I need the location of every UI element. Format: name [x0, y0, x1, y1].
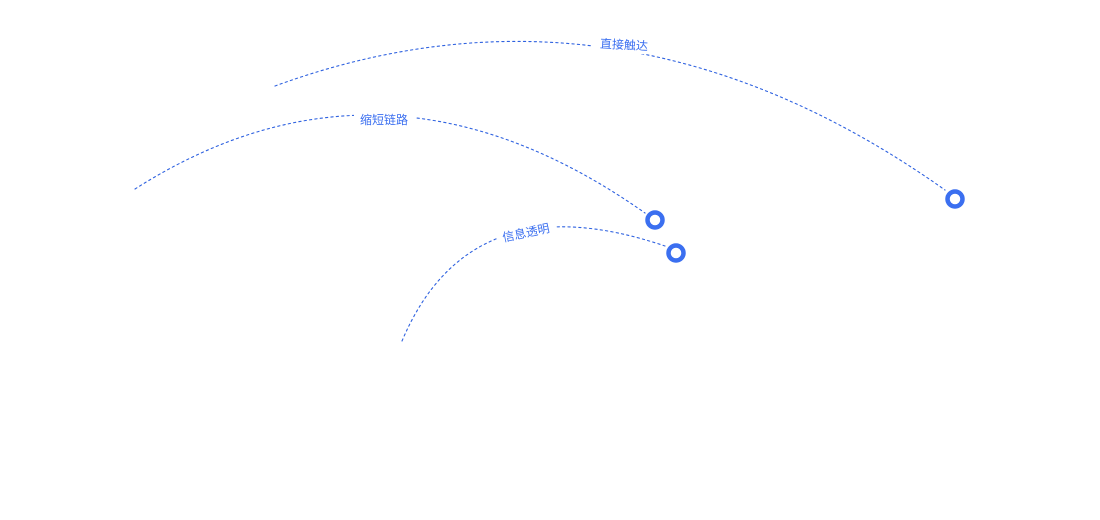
- arc-direct-reach-label: 直接触达: [600, 36, 649, 53]
- arc-shorten-link-label-bg: [354, 110, 416, 130]
- arc-shorten-link: 缩短链路: [134, 110, 665, 230]
- arc-direct-reach-endpoint-dot: [945, 189, 965, 209]
- arc-info-transparent-endpoint-dot: [666, 243, 686, 263]
- arc-shorten-link-endpoint-dot: [645, 210, 665, 230]
- arc-direct-reach: 直接触达: [274, 34, 965, 209]
- arc-direct-reach-label-bg: [592, 34, 656, 54]
- arc-shorten-link-label: 缩短链路: [360, 112, 408, 127]
- arc-info-transparent: 信息透明: [401, 215, 686, 342]
- arc-info-transparent-label-bg: [494, 215, 558, 249]
- arc-info-transparent-path: [401, 226, 666, 342]
